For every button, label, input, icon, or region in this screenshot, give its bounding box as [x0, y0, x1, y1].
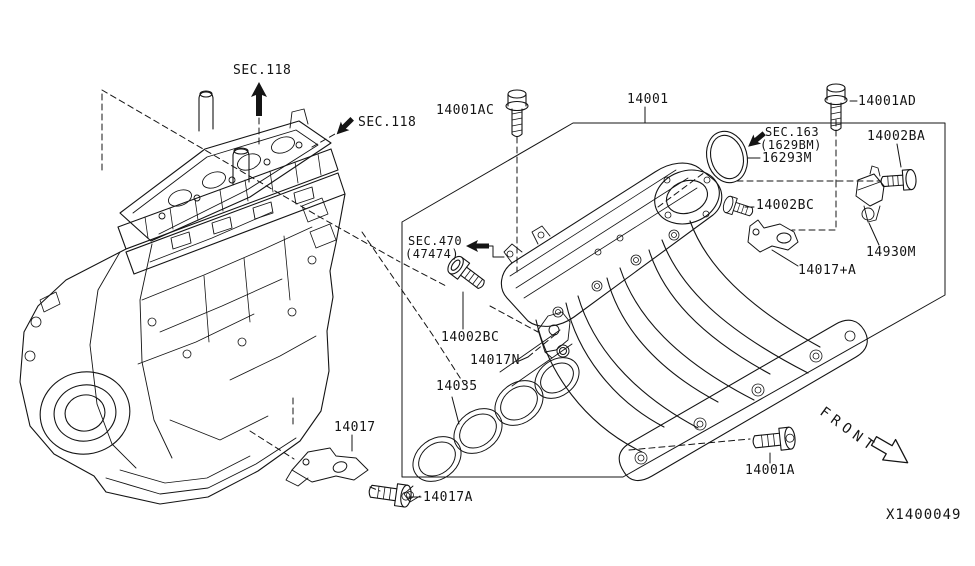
part-label-14017-plus-A: 14017+A: [798, 263, 857, 278]
drawing-code: X1400049: [886, 507, 962, 523]
part-label-sec118-right: SEC.118: [358, 115, 417, 130]
sec163-arrow-icon: [748, 131, 766, 147]
bracket-14017-plus-A: [747, 219, 799, 253]
gasket-16293M: [705, 130, 749, 184]
dashed-leader-lines: [101, 89, 882, 492]
sec118-top-arrow-icon: [251, 82, 267, 116]
phantom-box: [401, 122, 946, 478]
part-label-sec470-sub: (47474): [405, 247, 460, 261]
bolt-14017A: [368, 483, 412, 508]
part-label-sec163: SEC.163: [765, 125, 820, 139]
bolt-14001A: [752, 426, 796, 451]
stud-14002BC-left: [447, 255, 485, 289]
part-label-14002BC-left: 14002BC: [441, 330, 500, 345]
valve-14930M: [855, 165, 885, 223]
bolt-14002BC-right: [722, 195, 754, 217]
part-label-sec118-top: SEC.118: [233, 63, 292, 78]
bracket-14017: [285, 447, 369, 487]
part-label-14001: 14001: [627, 92, 669, 107]
part-label-14017: 14017: [334, 420, 376, 435]
part-label-14001AD: 14001AD: [858, 94, 917, 109]
part-label-16293M: 16293M: [762, 151, 812, 166]
intake-manifold-illustration: [499, 162, 868, 481]
engine-illustration: [19, 90, 346, 505]
sec118-right-arrow-icon: [336, 117, 354, 135]
part-label-14002BC-right: 14002BC: [756, 198, 815, 213]
bolt-14001AD: [824, 83, 848, 132]
sec470-arrow-icon: [466, 240, 489, 252]
part-label-14002BA: 14002BA: [867, 129, 926, 144]
part-label-14001AC: 14001AC: [436, 103, 495, 118]
section-arrows: [251, 82, 766, 252]
part-label-sec470: SEC.470: [408, 234, 463, 248]
front-direction-arrow-icon: [870, 436, 909, 464]
part-label-sec163-sub: (1629BM): [760, 138, 822, 152]
part-label-14017A: 14017A: [423, 490, 473, 505]
bolt-14002BA: [880, 169, 917, 191]
part-label-14035: 14035: [436, 379, 478, 394]
gasket-14035: [403, 344, 580, 503]
bolt-14001AC: [505, 89, 529, 138]
leader-lines: [351, 100, 902, 498]
part-label-14017N: 14017N: [470, 353, 520, 368]
part-label-14930M: 14930M: [866, 245, 916, 260]
part-label-14001A: 14001A: [745, 463, 795, 478]
